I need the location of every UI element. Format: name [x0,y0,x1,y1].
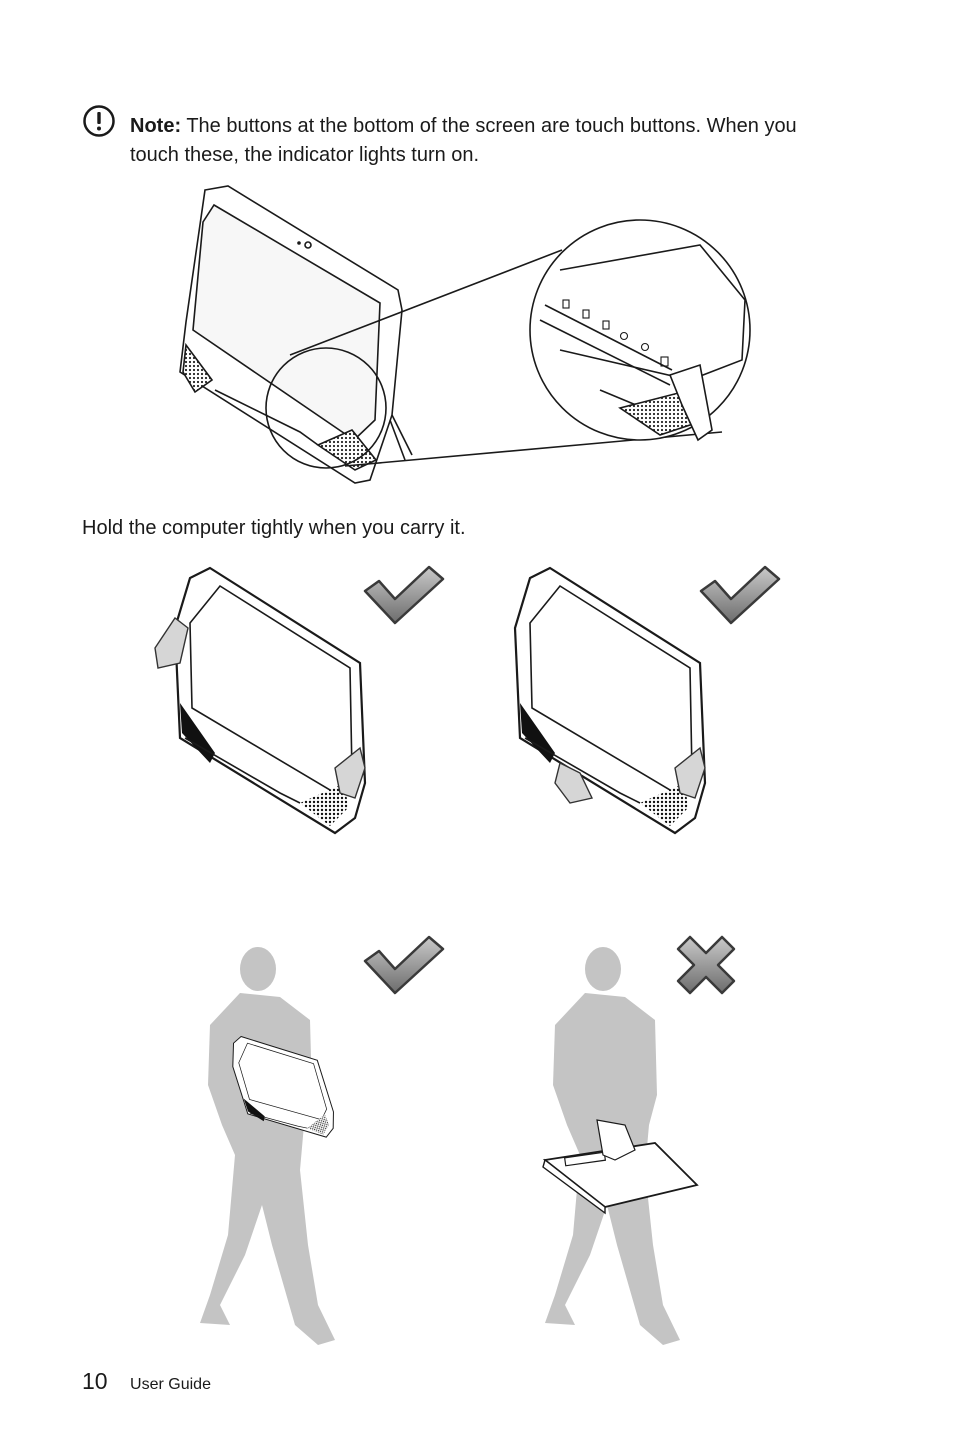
exclamation-circle-icon [83,105,115,137]
page-number: 10 [82,1368,108,1394]
person-carrying-correct [200,947,340,1345]
note-label: Note: [130,115,182,137]
page-footer: 10 User Guide [82,1368,211,1395]
check-mark-icon [363,935,445,995]
check-mark-icon [363,565,445,625]
carry-instruction: Hold the computer tightly when you carry… [82,517,466,539]
computer-front-view [179,185,751,484]
note-body: The buttons at the bottom of the screen … [130,115,797,166]
check-mark-icon [699,565,781,625]
carry-top-right [513,566,707,835]
cross-mark-icon [676,935,736,995]
touch-buttons-illustration [179,185,751,484]
person-carrying-wrong [542,947,699,1345]
carry-top-left [154,566,367,835]
document-title: User Guide [130,1376,211,1393]
note-text: Note: The buttons at the bottom of the s… [130,112,850,170]
